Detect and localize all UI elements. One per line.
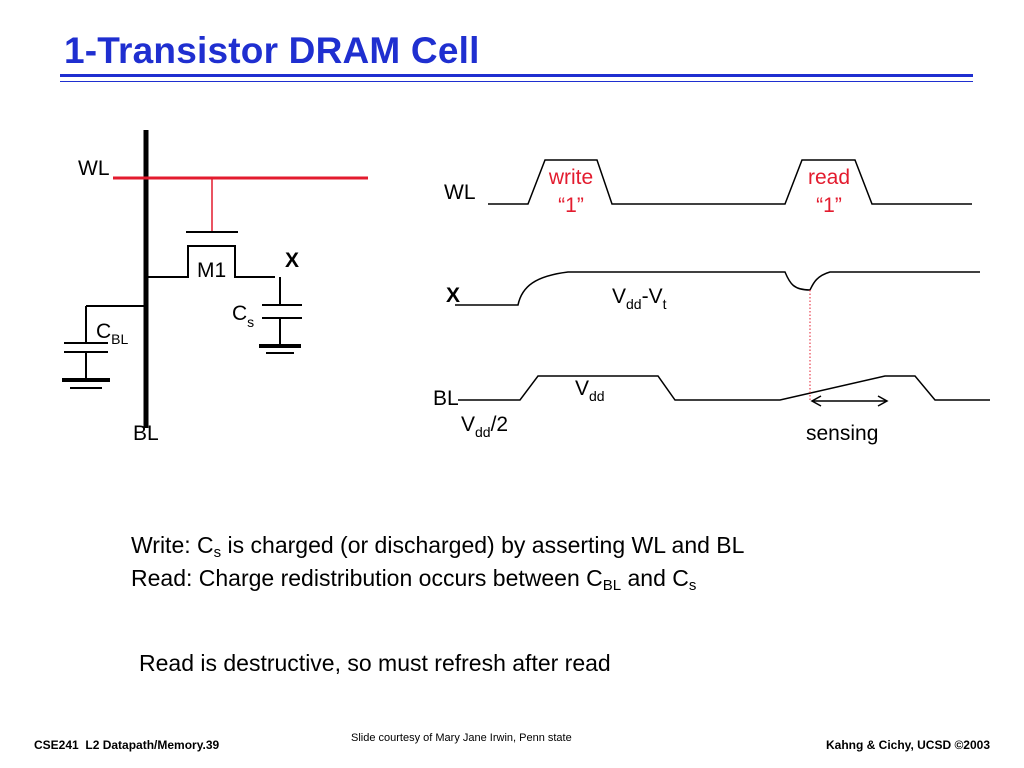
circuit-wl-label: WL xyxy=(78,157,110,180)
footer-course: CSE241 L2 Datapath/Memory.39 xyxy=(34,738,220,752)
bl-precharge-label: Vdd/2 xyxy=(461,413,508,440)
title-underline xyxy=(60,74,973,77)
transistor-m1 xyxy=(146,245,275,278)
circuit-schematic xyxy=(62,130,368,428)
footer-copyright: Kahng & Cichy, UCSD ©2003 xyxy=(826,738,990,752)
timing-wl-label: WL xyxy=(444,181,476,204)
cbl-label: CBL xyxy=(96,320,129,347)
x-waveform xyxy=(455,271,980,306)
footer-credit: Slide courtesy of Mary Jane Irwin, Penn … xyxy=(351,732,572,744)
destructive-read-note: Read is destructive, so must refresh aft… xyxy=(139,650,611,676)
read-description: Read: Charge redistribution occurs betwe… xyxy=(131,565,697,594)
timing-x-label: X xyxy=(446,284,460,307)
title-underline-thin xyxy=(60,81,973,82)
sensing-arrow-right-head xyxy=(877,395,889,407)
circuit-bl-label: BL xyxy=(133,422,159,445)
x-level-label: Vdd-Vt xyxy=(612,285,667,312)
write-annotation-line2: “1” xyxy=(558,194,584,217)
node-x-label: X xyxy=(285,249,299,272)
timing-bl-label: BL xyxy=(433,387,459,410)
read-annotation-line1: read xyxy=(808,166,850,189)
bl-waveform xyxy=(458,375,990,401)
timing-waveforms xyxy=(455,159,990,407)
wl-waveform xyxy=(488,159,972,205)
slide-title: 1-Transistor DRAM Cell xyxy=(64,30,480,71)
cs-label: Cs xyxy=(232,302,254,330)
bl-high-label: Vdd xyxy=(575,377,605,404)
write-description: Write: Cs is charged (or discharged) by … xyxy=(131,532,745,561)
sensing-arrow-left-head xyxy=(810,395,822,407)
read-annotation-line2: “1” xyxy=(816,194,842,217)
m1-label: M1 xyxy=(197,259,226,282)
sensing-label: sensing xyxy=(806,422,878,445)
write-annotation-line1: write xyxy=(548,166,593,189)
